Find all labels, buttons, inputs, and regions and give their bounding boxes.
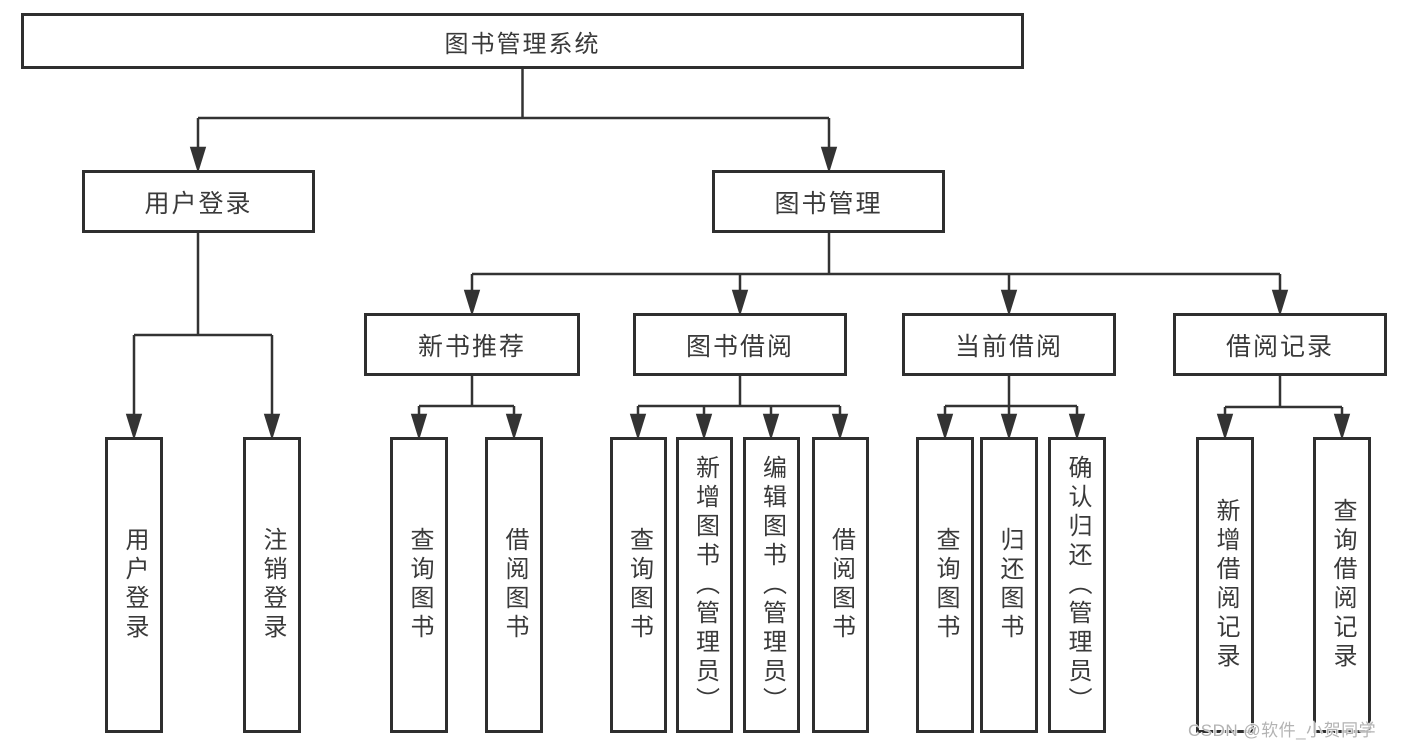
node-leaf-query-borrow-record: 查询借阅记录 [1313, 437, 1371, 733]
node-new-book-recommend: 新书推荐 [364, 313, 580, 376]
node-leaf-user-login: 用户登录 [105, 437, 163, 733]
node-user-login: 用户登录 [82, 170, 315, 233]
node-leaf-return-books: 归还图书 [980, 437, 1038, 733]
node-leaf-query-books-recommend: 查询图书 [390, 437, 448, 733]
node-leaf-query-books-current: 查询图书 [916, 437, 974, 733]
connector-root-to-level2 [189, 69, 838, 174]
node-leaf-add-borrow-record: 新增借阅记录 [1196, 437, 1254, 733]
node-leaf-borrow-books-recommend: 借阅图书 [485, 437, 543, 733]
node-current-borrow: 当前借阅 [902, 313, 1116, 376]
node-book-management: 图书管理 [712, 170, 945, 233]
node-leaf-confirm-return-admin: 确认归还（管理员） [1048, 437, 1106, 733]
connector-new-book-recommend-to-children [410, 376, 523, 441]
csdn-watermark: CSDN @软件_小贺同学 [1188, 721, 1377, 740]
connector-book-borrow-to-children [629, 376, 849, 441]
node-leaf-query-books-borrow: 查询图书 [610, 437, 667, 733]
connector-user-login-to-children [125, 233, 281, 441]
connector-borrow-records-to-children [1216, 376, 1351, 441]
node-library-management-system: 图书管理系统 [21, 13, 1024, 69]
node-book-borrow: 图书借阅 [633, 313, 847, 376]
connector-current-borrow-to-children [936, 376, 1086, 441]
connector-book-management-to-level3 [463, 233, 1289, 317]
node-leaf-edit-books-admin: 编辑图书（管理员） [743, 437, 800, 733]
node-borrow-records: 借阅记录 [1173, 313, 1387, 376]
node-leaf-borrow-books: 借阅图书 [812, 437, 869, 733]
node-leaf-add-books-admin: 新增图书（管理员） [676, 437, 733, 733]
node-leaf-logout: 注销登录 [243, 437, 301, 733]
